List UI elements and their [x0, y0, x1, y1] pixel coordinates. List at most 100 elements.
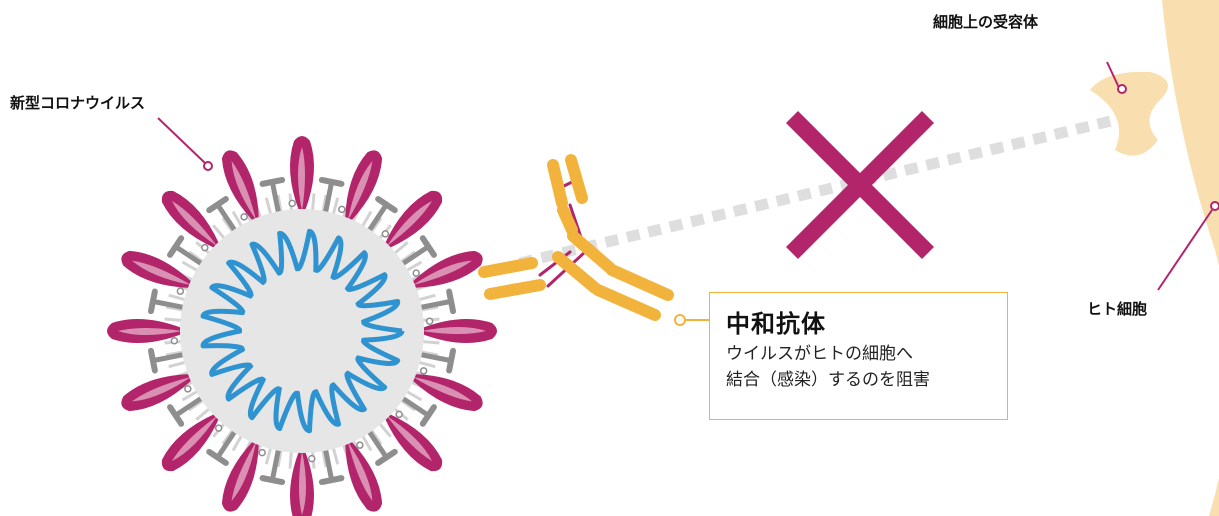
protein-knob	[258, 448, 266, 457]
membrane-tick	[221, 217, 235, 234]
virus-label: 新型コロナウイルス	[10, 94, 146, 112]
protein-knob	[184, 385, 192, 393]
membrane-tick	[188, 398, 205, 412]
membrane-protein-head	[206, 448, 229, 466]
membrane-tick	[369, 217, 383, 234]
membrane-tick	[417, 360, 436, 369]
human-cell	[1090, 0, 1219, 516]
spike-highlight	[386, 415, 433, 462]
spike-highlight	[171, 415, 218, 462]
membrane-tick	[212, 224, 227, 241]
protein-knob	[214, 424, 223, 432]
membrane-protein-head	[167, 235, 185, 258]
protein-knob	[419, 367, 428, 375]
antibody	[478, 154, 674, 321]
human-cell-label: ヒト細胞	[1087, 300, 1148, 318]
protein-knob	[338, 205, 346, 214]
membrane-protein	[322, 183, 334, 216]
spike-highlight	[299, 451, 306, 515]
membrane-protein-head	[259, 176, 286, 187]
membrane-tick	[392, 241, 409, 256]
membrane-tick	[264, 446, 273, 465]
membrane-tick	[164, 317, 183, 323]
protein-knob	[381, 230, 390, 238]
protein-knob	[395, 410, 403, 419]
membrane-protein	[175, 394, 206, 417]
membrane-tick	[310, 193, 316, 212]
membrane-tick	[405, 260, 423, 273]
membrane-protein	[398, 245, 429, 268]
protein-knob	[425, 317, 434, 325]
membrane-tick	[231, 210, 244, 228]
callout-body: ウイルスがヒトの細胞へ 結合（感染）するのを阻害	[726, 341, 1007, 393]
membrane-protein-head	[446, 347, 457, 374]
spike-highlight	[231, 161, 257, 221]
membrane-tick	[360, 210, 373, 228]
receptor	[1090, 71, 1168, 156]
membrane-tick	[417, 293, 436, 302]
membrane-tick	[419, 305, 439, 312]
membrane-tick	[221, 428, 235, 445]
membrane-protein	[417, 351, 450, 363]
membrane-protein	[270, 446, 282, 479]
virus-particle	[107, 136, 497, 516]
protein-knob	[201, 243, 209, 252]
membrane-protein	[175, 245, 206, 268]
spike-highlight	[298, 147, 305, 211]
membrane-tick	[419, 350, 439, 357]
cross-mark-icon	[785, 110, 935, 260]
membrane-tick	[331, 446, 340, 465]
membrane-protein-head	[419, 404, 437, 427]
membrane-tick	[231, 434, 244, 452]
membrane-tick	[288, 450, 294, 469]
membrane-tick	[165, 350, 185, 357]
membrane-protein-head	[446, 288, 457, 315]
membrane-protein	[322, 446, 334, 479]
neutralizing-antibody-callout: 中和抗体 ウイルスがヒトの細胞へ 結合（感染）するのを阻害	[709, 292, 1008, 420]
spike-highlight	[422, 327, 486, 334]
membrane-tick	[165, 305, 185, 312]
membrane-tick	[181, 389, 199, 402]
membrane-tick	[321, 448, 328, 468]
viral-rna	[200, 228, 405, 434]
spike-highlight	[386, 200, 433, 247]
membrane-protein	[365, 427, 388, 458]
callout-line-1: ウイルスがヒトの細胞へ	[726, 344, 913, 364]
membrane-tick	[321, 194, 328, 214]
membrane-tick	[360, 434, 373, 452]
membrane-protein-head	[375, 196, 398, 214]
membrane-protein-head	[259, 475, 286, 486]
membrane-tick	[377, 421, 392, 438]
protein-knob	[356, 441, 364, 449]
membrane-protein	[365, 204, 388, 235]
membrane-tick	[399, 398, 416, 412]
membrane-tick	[181, 260, 199, 273]
membrane-protein	[398, 394, 429, 417]
membrane-protein-head	[375, 448, 398, 466]
membrane-protein-head	[419, 235, 437, 258]
membrane-tick	[276, 194, 283, 214]
membrane-tick	[276, 448, 283, 468]
membrane-tick	[195, 406, 212, 421]
callout-title: 中和抗体	[726, 310, 826, 338]
membrane-tick	[188, 250, 205, 264]
blocked-path	[518, 114, 1117, 269]
membrane-protein-head	[167, 404, 185, 427]
membrane-protein-head	[318, 176, 345, 187]
membrane-protein-head	[147, 288, 158, 315]
spike-highlight	[132, 376, 192, 402]
spike-highlight	[171, 200, 218, 247]
membrane-protein	[216, 204, 239, 235]
spike-highlight	[347, 161, 373, 221]
membrane-tick	[168, 293, 187, 302]
membrane-tick	[421, 339, 440, 345]
membrane-protein	[216, 427, 239, 458]
membrane-tick	[369, 428, 383, 445]
protein-knob	[176, 287, 185, 295]
membrane-protein	[270, 183, 282, 216]
protein-knob	[240, 213, 248, 221]
protein-knob	[170, 337, 179, 345]
callout-line-2: 結合（感染）するのを阻害	[726, 370, 930, 390]
membrane-protein	[417, 299, 450, 311]
